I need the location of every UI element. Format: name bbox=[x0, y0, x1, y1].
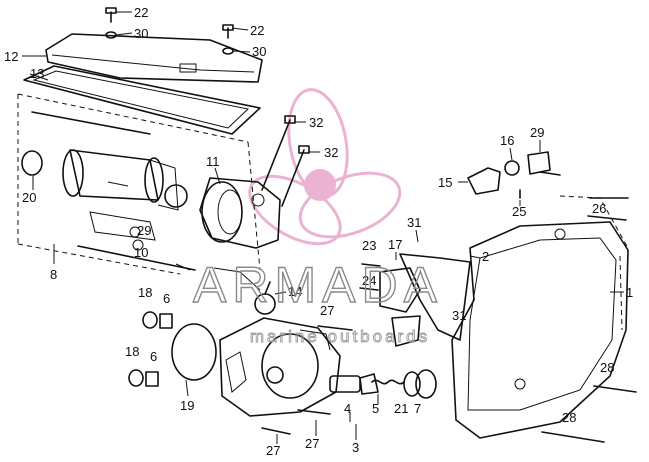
part-label: 31 bbox=[452, 308, 466, 323]
part-label: 30 bbox=[134, 26, 148, 41]
o-ring-19 bbox=[171, 323, 217, 381]
part-label: 27 bbox=[305, 436, 319, 451]
bolts-32 bbox=[261, 115, 310, 207]
part-label: 22 bbox=[250, 23, 264, 38]
part-label: 31 bbox=[407, 215, 421, 230]
top-cover bbox=[23, 33, 263, 135]
part-label: 32 bbox=[309, 115, 323, 130]
starter-group-outline bbox=[17, 93, 261, 275]
starter-housing-11 bbox=[199, 177, 281, 249]
part-label: 26 bbox=[592, 201, 606, 216]
part-label: 6 bbox=[163, 291, 170, 306]
part-label: 2 bbox=[482, 249, 489, 264]
part-label: 15 bbox=[438, 175, 452, 190]
starter-motor bbox=[62, 149, 188, 251]
o-ring-20 bbox=[21, 150, 43, 176]
part-label: 13 bbox=[30, 66, 44, 81]
part-label: 22 bbox=[134, 5, 148, 20]
plunger-parts bbox=[329, 369, 437, 399]
bushing-6-upper bbox=[159, 313, 173, 329]
part-label: 5 bbox=[372, 401, 379, 416]
part-label: 18 bbox=[125, 344, 139, 359]
part-label: 17 bbox=[388, 237, 402, 252]
part-label: 29 bbox=[530, 125, 544, 140]
seal-18-lower bbox=[128, 369, 144, 387]
relay-bracket bbox=[467, 151, 629, 221]
part-label: 29 bbox=[137, 223, 151, 238]
part-label: 18 bbox=[138, 285, 152, 300]
part-label: 10 bbox=[134, 245, 148, 260]
through-bolts bbox=[31, 111, 196, 271]
part-label: 25 bbox=[512, 204, 526, 219]
mounting-bracket bbox=[359, 263, 421, 347]
bolts-27 bbox=[261, 325, 353, 435]
part-label: 32 bbox=[324, 145, 338, 160]
part-label: 24 bbox=[362, 273, 376, 288]
part-label: 1 bbox=[626, 285, 633, 300]
part-label: 11 bbox=[206, 154, 220, 169]
part-label: 4 bbox=[344, 401, 351, 416]
part-label: 28 bbox=[600, 360, 614, 375]
part-label: 16 bbox=[500, 133, 514, 148]
screws-22-washers-30 bbox=[105, 7, 234, 55]
part-label: 12 bbox=[4, 49, 18, 64]
sensor-14 bbox=[213, 267, 276, 315]
part-label: 3 bbox=[352, 440, 359, 455]
part-labels: 22 30 22 30 12 13 32 32 11 20 16 29 15 2… bbox=[4, 5, 633, 458]
part-label: 14 bbox=[288, 284, 302, 299]
part-label: 28 bbox=[562, 410, 576, 425]
seal-18-upper bbox=[142, 311, 158, 329]
part-label: 7 bbox=[414, 401, 421, 416]
propeller-logo-icon bbox=[248, 88, 402, 246]
watermark-brand: ARMADA bbox=[193, 257, 443, 313]
part-label: 27 bbox=[266, 443, 280, 458]
part-label: 30 bbox=[252, 44, 266, 59]
part-label: 23 bbox=[362, 238, 376, 253]
leader-lines bbox=[22, 11, 624, 444]
watermark: ARMADA marine outboards bbox=[192, 256, 443, 346]
part-label: 20 bbox=[22, 190, 36, 205]
part-label: 27 bbox=[320, 303, 334, 318]
part-label: 21 bbox=[394, 401, 408, 416]
watermark-tagline: marine outboards bbox=[250, 327, 430, 346]
bolts-28 bbox=[541, 385, 637, 443]
part-label: 6 bbox=[150, 349, 157, 364]
bushing-6-lower bbox=[145, 371, 159, 387]
part-label: 19 bbox=[180, 398, 194, 413]
part-label: 8 bbox=[50, 267, 57, 282]
gear-cover-1 bbox=[399, 195, 629, 439]
